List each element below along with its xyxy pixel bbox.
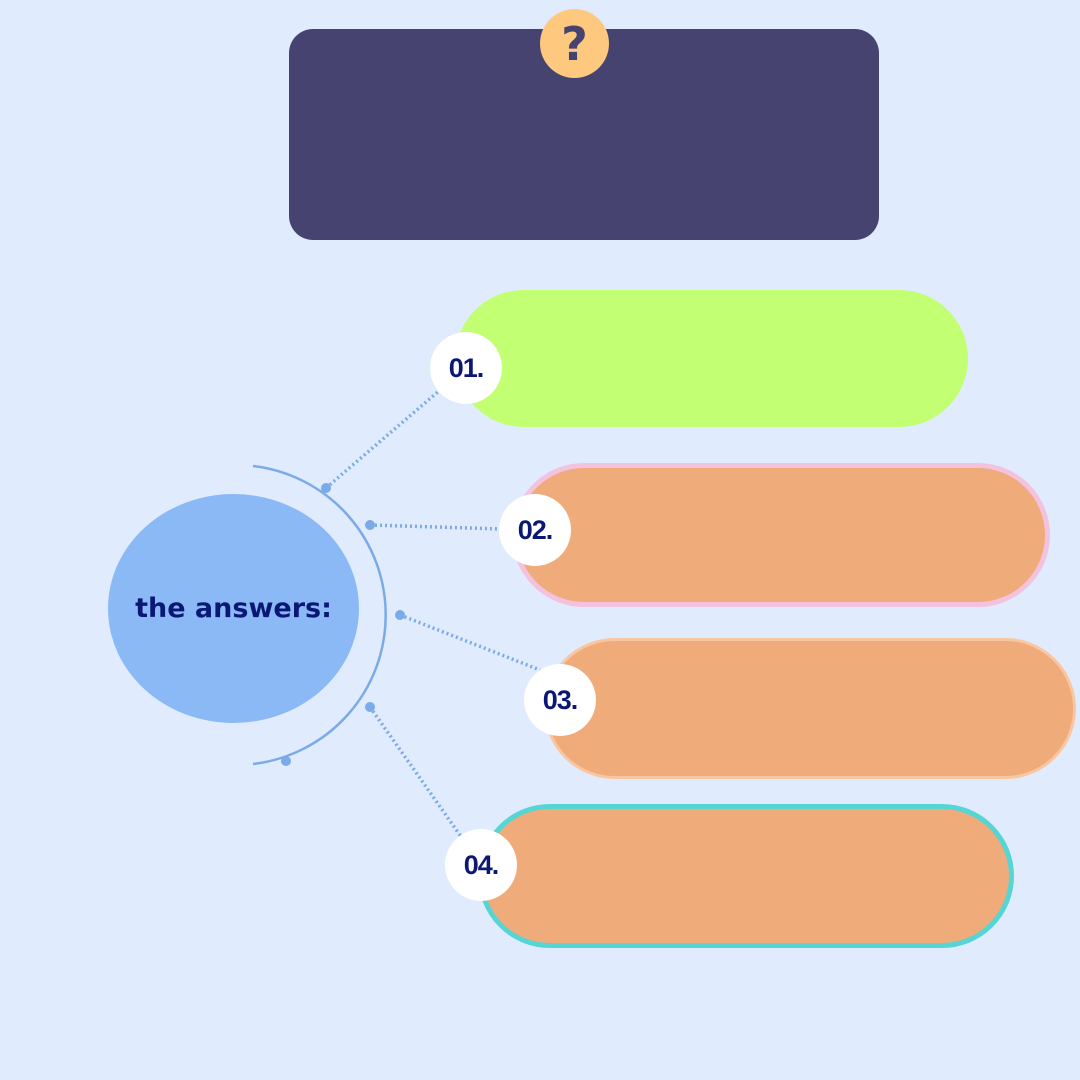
answer-number-04-label: 04. — [463, 849, 500, 880]
answer-number-02: 02. — [499, 494, 571, 566]
answer-pill-02 — [512, 463, 1050, 607]
answer-pill-04 — [478, 804, 1014, 948]
hub-label: the answers: — [135, 593, 332, 624]
connector-line-02 — [369, 523, 503, 531]
answer-number-03-label: 03. — [542, 684, 579, 715]
answer-number-01-label: 01. — [448, 352, 485, 383]
answer-number-03: 03. — [524, 664, 596, 736]
hub-arc — [252, 464, 387, 766]
answers-hub: the answers: — [108, 494, 359, 723]
answer-pill-03 — [544, 638, 1076, 779]
answer-number-04: 04. — [445, 829, 517, 901]
connector-line-01 — [324, 388, 442, 490]
answer-number-01: 01. — [430, 332, 502, 404]
answer-pill-01 — [455, 290, 968, 427]
connector-line-04 — [368, 705, 464, 840]
arc-dot-04 — [365, 702, 375, 712]
arc-dot-01 — [321, 483, 331, 493]
question-mark-symbol: ? — [561, 16, 588, 71]
arc-dot-end — [281, 756, 291, 766]
arc-dot-02 — [365, 520, 375, 530]
question-mark-icon: ? — [540, 9, 609, 78]
connector-line-03 — [399, 613, 541, 672]
arc-dot-03 — [395, 610, 405, 620]
answer-number-02-label: 02. — [517, 514, 554, 545]
